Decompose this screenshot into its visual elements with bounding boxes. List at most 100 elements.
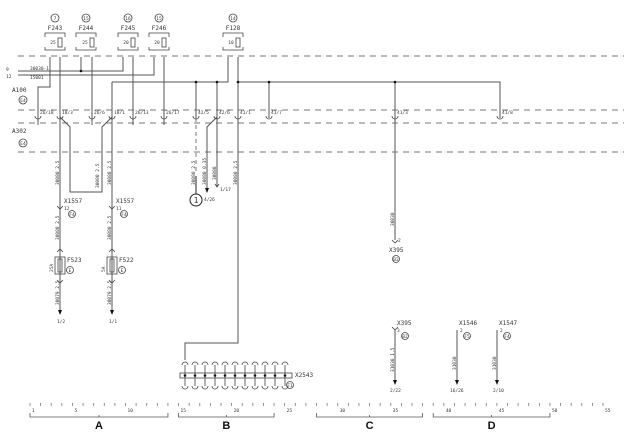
terminal-dot — [233, 374, 237, 377]
callout-1: 1 — [189, 176, 203, 207]
pin-26-6: 26/6 — [88, 110, 105, 120]
pin-18-3: 18/3 — [56, 110, 73, 120]
connector-name: X1557 — [116, 198, 134, 205]
wire-label: 30080 2.5 — [107, 215, 113, 240]
terminal-dot — [213, 374, 217, 377]
ref-link[interactable]: 1/17 — [220, 187, 231, 193]
connector-name: X2543 — [295, 372, 313, 379]
pin-label: 26/18 — [40, 110, 54, 116]
scale-label: 50 — [552, 408, 558, 414]
terminal-dot — [193, 374, 197, 377]
terminal-strip-x2543[interactable]: X2543 F1 — [179, 361, 313, 390]
pin-41-1: 41/1 — [234, 110, 251, 120]
scale-label: 45 — [499, 408, 505, 414]
wire-labels: 30080 2.5 30080 2.5 30080 2.5 30080 2.5 … — [55, 158, 498, 372]
connector-pin: 2 — [460, 328, 463, 334]
pin-label: 42/5 — [198, 110, 209, 116]
module-loc-text: E4 — [20, 98, 26, 104]
wire-label: 30080 0.35 — [202, 158, 208, 185]
wire-label: 30080 2.5 — [55, 215, 61, 240]
terminal-dot — [283, 374, 287, 377]
pin-label: 26/6 — [94, 110, 105, 116]
connector-loc: F5 — [464, 334, 470, 340]
pin-label: 26/17 — [166, 110, 180, 116]
pin-label: 41/1 — [240, 110, 251, 116]
fuse-f522[interactable]: F522 5A E — [101, 248, 134, 284]
terminal-dot — [253, 374, 257, 377]
ref-link[interactable]: 1/1 — [109, 319, 117, 325]
connector-x395-2[interactable]: X395 2 B2 — [389, 238, 404, 263]
terminal-dot — [243, 374, 247, 377]
fuse-f243[interactable]: 7 F243 25 — [44, 13, 66, 51]
ref-link[interactable]: 1/2 — [57, 319, 65, 325]
scale-label: 40 — [446, 408, 452, 414]
connector-x395-3[interactable]: X395 3 B2 — [391, 320, 412, 380]
connector-pin: 12 — [64, 206, 70, 212]
pin-label: 41/8 — [502, 110, 513, 116]
pin-18-1: 18/1 — [108, 110, 125, 120]
wire-label: 30080 2.5 — [107, 160, 113, 185]
fuse-loc: E — [121, 268, 124, 274]
fuse-rating: 25A — [49, 264, 55, 272]
fuse-ref: 16 — [125, 16, 131, 22]
connector-name: X395 — [389, 247, 404, 254]
section-bracket — [432, 413, 551, 418]
feed-pin: 9 — [6, 67, 9, 73]
terminal-dot — [223, 374, 227, 377]
pin-label: 18/3 — [62, 110, 73, 116]
fuse-rating: 20 — [154, 40, 160, 46]
pin-26-17: 26/17 — [160, 110, 180, 120]
fuse-name: F244 — [79, 25, 94, 32]
fuse-rating: 25 — [50, 40, 56, 46]
connector-loc: F4 — [121, 212, 127, 218]
connector-name: X1557 — [64, 198, 82, 205]
section-bracket — [316, 413, 424, 418]
ref-link[interactable]: 16/26 — [450, 388, 464, 394]
connector-loc: B2 — [402, 334, 408, 340]
connector-x1547[interactable]: X1547 2 F4 — [496, 320, 517, 380]
pin-41-3: 41/3 — [391, 110, 408, 120]
ref-link[interactable]: 2/10 — [493, 388, 504, 394]
wire-label: 30030 — [390, 212, 396, 226]
fuse-ref: 7 — [54, 16, 57, 22]
terminal-dot — [263, 374, 267, 377]
scale-label: 15 — [181, 408, 187, 414]
module-a302-loc — [18, 138, 28, 148]
wire-label: 31030 — [452, 356, 458, 370]
module-a100-loc — [18, 95, 28, 105]
connector-pin: 2 — [500, 328, 503, 334]
fuse-rating: 20 — [123, 40, 129, 46]
fuse-f246[interactable]: 15 F246 20 — [148, 13, 170, 51]
connector-name: X395 — [397, 320, 412, 327]
wire-label: 30080 2.5 — [55, 160, 61, 185]
module-a100-label: A100 — [12, 87, 27, 94]
fuse-ref: 15 — [156, 16, 162, 22]
scale-label: 25 — [287, 408, 293, 414]
pin-26-18: 26/18 — [34, 110, 54, 120]
module-loc-text: E4 — [20, 141, 26, 147]
connector-x1557-11[interactable]: X1557 11 F4 — [108, 198, 134, 218]
wire-label: 30080 — [212, 166, 218, 180]
ref-link[interactable]: 4/26 — [204, 197, 215, 203]
fuse-f523[interactable]: F523 25A E — [49, 248, 82, 284]
feed-wire: 30030-1 — [30, 66, 49, 72]
connector-x1546[interactable]: X1546 2 F5 — [456, 320, 477, 380]
cross-references: 1/2 1/1 4/26 1/17 2/22 16/26 2/10 — [57, 183, 504, 394]
connector-name: X1547 — [499, 320, 517, 327]
fuse-ref: 14 — [230, 16, 236, 22]
fuse-ref: 15 — [83, 16, 89, 22]
connector-x1557-12[interactable]: X1557 12 F4 — [56, 198, 82, 218]
fuse-name: F523 — [67, 257, 82, 264]
module-a302-label: A302 — [12, 128, 27, 135]
section-label-a: A — [95, 420, 103, 432]
fuse-f244[interactable]: 15 F244 25 — [75, 13, 97, 51]
ref-link[interactable]: 2/22 — [390, 388, 401, 394]
pin-label: 18/1 — [114, 110, 125, 116]
fuse-f245[interactable]: 16 F245 20 — [117, 13, 139, 51]
fuse-f128[interactable]: 14 F128 10 — [222, 13, 244, 51]
pin-label: 41/7 — [271, 110, 282, 116]
connector-name: X1546 — [459, 320, 477, 327]
wire-label: 31030 — [492, 356, 498, 370]
